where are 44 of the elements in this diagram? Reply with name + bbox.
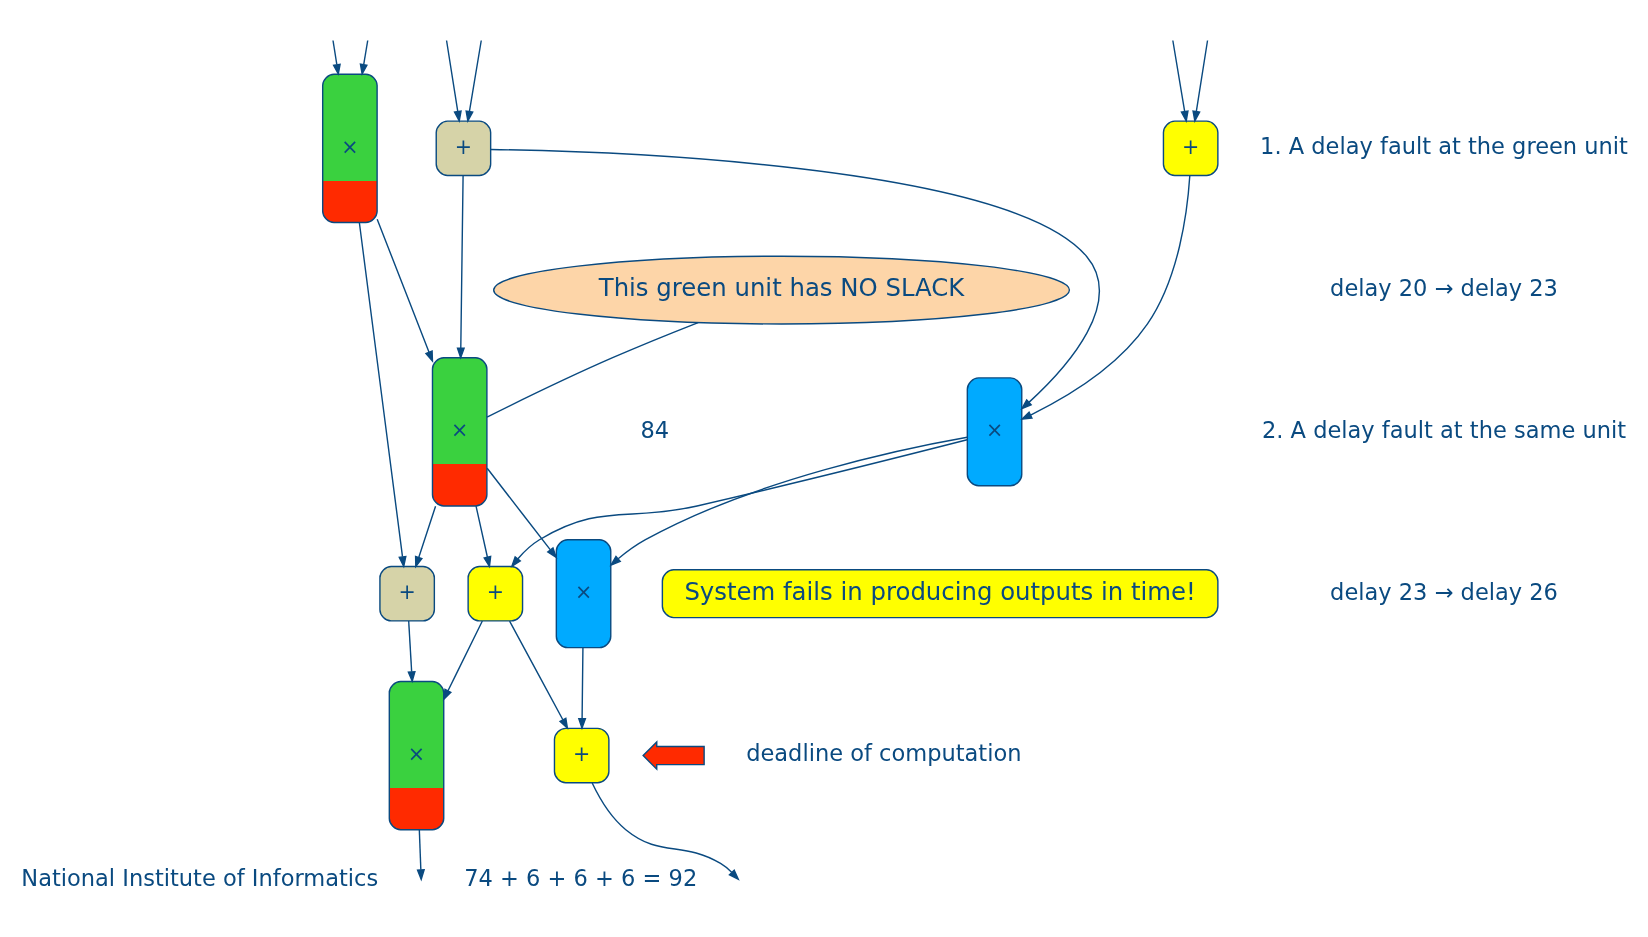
label: delay 23 → delay 26	[1330, 578, 1558, 605]
arrow	[486, 467, 558, 560]
arrow	[332, 39, 341, 77]
node-box: ×	[555, 539, 612, 649]
arrow	[358, 221, 407, 569]
node-box: System fails in producing outputs in time!	[661, 569, 1219, 619]
node-box: +	[467, 565, 524, 622]
node-box: ×	[322, 73, 378, 224]
label: 84	[640, 416, 670, 443]
arrow	[1192, 39, 1209, 123]
arrow	[465, 39, 482, 123]
label: 74 + 6 + 6 + 6 = 92	[464, 865, 698, 892]
arrow	[414, 505, 437, 569]
node-box: +	[553, 727, 610, 784]
label: National Institute of Informatics	[21, 865, 379, 892]
node-box: +	[1162, 120, 1219, 177]
arrow	[1020, 174, 1191, 421]
arrow	[510, 439, 968, 568]
arrow	[442, 620, 484, 702]
node-box: ×	[431, 357, 488, 507]
label: 2. A delay fault at the same unit	[1261, 416, 1627, 443]
arrow	[445, 39, 462, 123]
arrow	[456, 175, 466, 360]
node-ellipse: This green unit has NO SLACK	[493, 255, 1071, 325]
arrow	[1172, 39, 1189, 123]
label: deadline of computation	[746, 740, 1022, 767]
node-box: ×	[388, 680, 445, 831]
arrow	[490, 148, 1100, 411]
connector	[486, 321, 699, 418]
node-arrow	[642, 740, 705, 771]
arrow	[577, 647, 587, 731]
label: delay 20 → delay 23	[1330, 274, 1558, 301]
arrow	[407, 620, 416, 684]
arrow	[475, 505, 492, 569]
label: 1. A delay fault at the green unit	[1260, 133, 1628, 160]
arrow	[416, 829, 426, 882]
arrow	[376, 218, 434, 363]
node-box: +	[435, 120, 492, 177]
arrow	[591, 782, 740, 881]
node-box: +	[379, 565, 436, 622]
arrow	[609, 436, 968, 567]
node-box: ×	[966, 377, 1023, 487]
arrow	[359, 39, 369, 77]
arrow	[508, 620, 569, 731]
